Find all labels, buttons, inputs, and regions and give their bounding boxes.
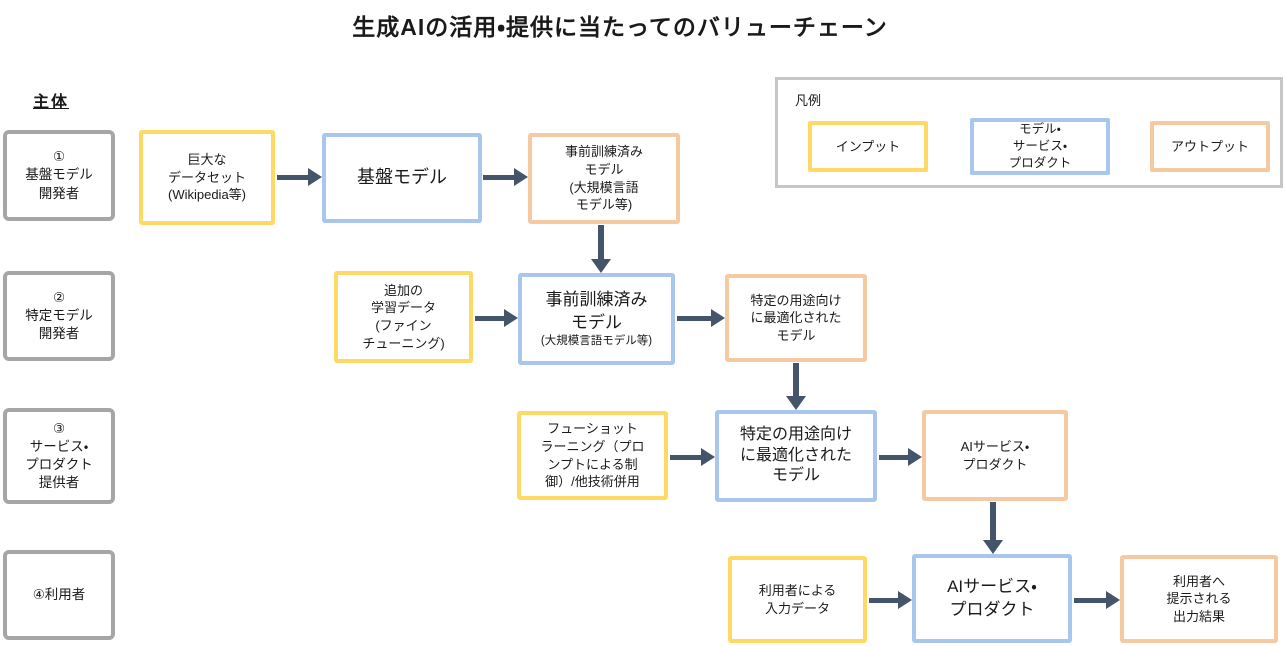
box-label: 特定の用途向け に最適化された モデル xyxy=(739,425,852,485)
actor-label: ④利用者 xyxy=(32,586,86,602)
arrow-row1-model-to-output xyxy=(483,168,528,186)
box-label: 基盤モデル xyxy=(357,167,447,188)
arrow-row3-model-to-output xyxy=(879,448,922,466)
row2-output-optimized-model: 特定の用途向け に最適化された モデル xyxy=(725,274,867,362)
arrow-row1-input-to-model xyxy=(277,168,322,186)
legend-item-input: インプット xyxy=(808,121,928,172)
box-label: 事前訓練済み モデル (大規模言語 モデル等) xyxy=(564,144,643,213)
legend-item-model-service-product: モデル・ サービス・ プロダクト xyxy=(970,118,1110,175)
arrow-row3-input-to-model xyxy=(670,448,715,466)
box-label: 利用者による 入力データ xyxy=(758,582,837,616)
row1-output-pretrained-model: 事前訓練済み モデル (大規模言語 モデル等) xyxy=(528,133,680,224)
legend-title: 凡例 xyxy=(795,93,822,108)
arrow-row1-output-to-row2-model xyxy=(591,225,611,273)
box-label: 追加の 学習データ (ファイン チューニング) xyxy=(362,282,445,351)
actor-label: ① 基盤モデル 開発者 xyxy=(25,149,93,201)
arrow-row2-input-to-model xyxy=(475,309,518,327)
legend: 凡例 インプット モデル・ サービス・ プロダクト アウトプット xyxy=(775,77,1283,188)
legend-item-label: アウトプット xyxy=(1170,138,1249,154)
box-label: 事前訓練済み モデル xyxy=(545,290,648,332)
actor-specific-model-developer: ② 特定モデル 開発者 xyxy=(3,271,115,361)
row3-output-ai-service-product: AIサービス・ プロダクト xyxy=(922,410,1068,501)
actor-service-product-provider: ③ サービス・ プロダクト 提供者 xyxy=(3,408,115,504)
arrow-row2-model-to-output xyxy=(677,309,725,327)
row4-model-ai-service-product: AIサービス・ プロダクト xyxy=(912,554,1072,643)
box-label: AIサービス・ プロダクト xyxy=(960,438,1030,472)
row2-model-pretrained-model: 事前訓練済み モデル (大規模言語モデル等) xyxy=(518,273,675,365)
actor-foundation-model-developer: ① 基盤モデル 開発者 xyxy=(3,130,115,221)
box-label: 利用者へ 提示される 出力結果 xyxy=(1166,573,1232,624)
row2-input-additional-training-data: 追加の 学習データ (ファイン チューニング) xyxy=(334,271,473,363)
legend-item-label: インプット xyxy=(835,138,901,154)
actor-label: ③ サービス・ プロダクト 提供者 xyxy=(25,420,93,491)
row4-input-user-input-data: 利用者による 入力データ xyxy=(728,556,867,643)
row3-model-optimized-model: 特定の用途向け に最適化された モデル xyxy=(715,410,877,502)
arrow-row2-output-to-row3-model xyxy=(786,363,806,410)
box-label: 巨大な データセット (Wikipedia等) xyxy=(167,152,246,203)
box-label: 特定の用途向け に最適化された モデル xyxy=(750,292,842,343)
page-title: 生成AIの活用・提供に当たってのバリューチェーン xyxy=(352,14,888,40)
row1-model-foundation-model: 基盤モデル xyxy=(322,133,482,223)
actor-label: ② 特定モデル 開発者 xyxy=(25,289,93,342)
box-sublabel: (大規模言語モデル等) xyxy=(540,334,653,347)
box-label: AIサービス・ プロダクト xyxy=(947,577,1037,619)
subjects-column-header: 主体 xyxy=(33,94,70,111)
arrow-row3-output-to-row4-model xyxy=(983,502,1003,554)
legend-item-label: モデル・ サービス・ プロダクト xyxy=(1008,122,1072,170)
row4-output-result-shown-to-user: 利用者へ 提示される 出力結果 xyxy=(1120,555,1278,643)
arrow-row4-model-to-output xyxy=(1074,591,1120,609)
box-label: フューショット ラーニング（プロ ンプトによる制 御）/他技術併用 xyxy=(540,421,645,490)
row1-input-huge-dataset: 巨大な データセット (Wikipedia等) xyxy=(139,130,275,225)
arrow-row4-input-to-model xyxy=(869,591,912,609)
actor-user: ④利用者 xyxy=(3,550,115,640)
row3-input-few-shot-learning: フューショット ラーニング（プロ ンプトによる制 御）/他技術併用 xyxy=(517,411,668,500)
legend-item-output: アウトプット xyxy=(1150,121,1270,172)
